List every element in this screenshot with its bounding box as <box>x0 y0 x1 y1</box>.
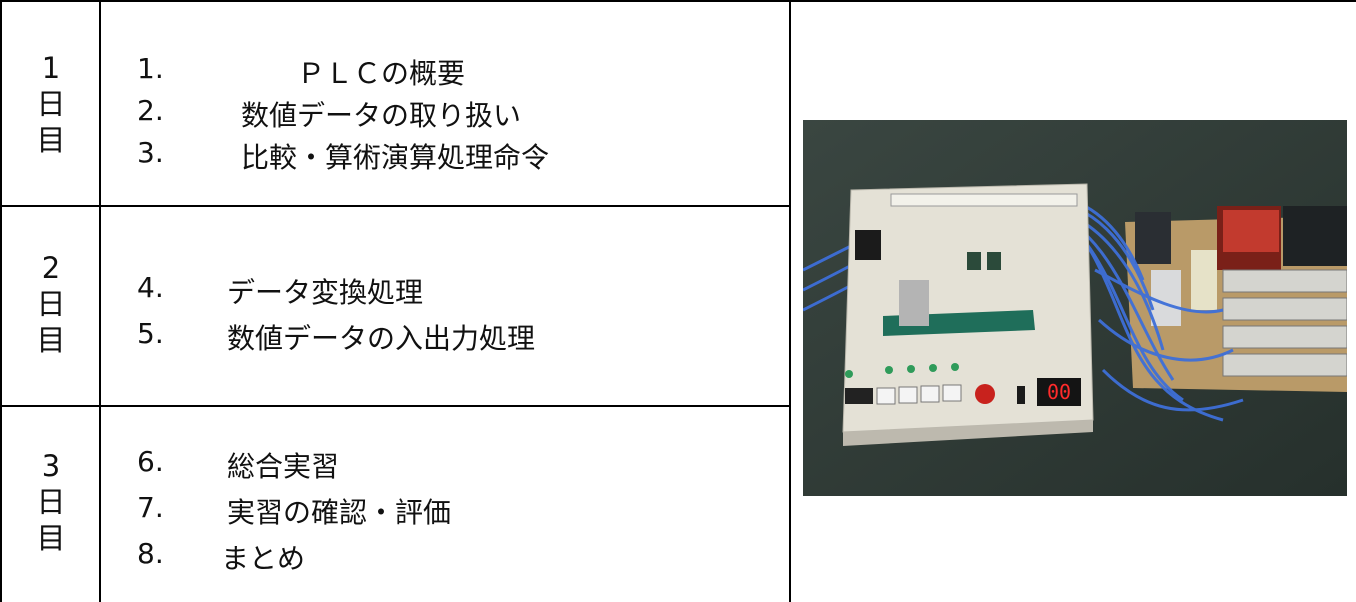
day-1-char-2: 目 <box>36 123 66 157</box>
table-content-column-border <box>789 0 791 602</box>
plc-trainer-illustration: 00 <box>803 120 1347 496</box>
table-day-column-border <box>99 0 101 602</box>
day-3-items: 6. 総合実習 7. 実習の確認・評価 8. まとめ <box>137 445 452 575</box>
day-2-label: 2 日 目 <box>2 250 100 358</box>
day-2-char-2: 目 <box>36 323 66 357</box>
seven-segment-display <box>1037 378 1081 406</box>
day-3-label: 3 日 目 <box>2 448 100 556</box>
day-3-number: 3 <box>41 449 61 483</box>
emergency-stop-button <box>975 384 995 404</box>
day-1-label: 1 日 目 <box>2 50 100 158</box>
day-2-char-1: 日 <box>36 287 66 321</box>
push-buttons <box>876 384 962 405</box>
row-2-bottom-border <box>0 405 791 407</box>
indicator-lamps <box>845 363 959 378</box>
day-2-number: 2 <box>41 251 61 285</box>
seven-segment-readout: 00 <box>1047 380 1071 404</box>
day-3-char-1: 日 <box>36 485 66 519</box>
day-1-items: 1. ＰＬＣの概要 2. 数値データの取り扱い 3. 比較・算術演算処理命令 <box>137 52 550 174</box>
table-left-border <box>0 0 2 602</box>
plc-trainer-photo: 00 <box>803 120 1347 496</box>
day-1-char-1: 日 <box>36 87 66 121</box>
table-top-border <box>0 0 1356 2</box>
day-3-char-2: 目 <box>36 521 66 555</box>
day-2-items: 4. データ変換処理 5. 数値データの入出力処理 <box>137 271 536 355</box>
day-1-number: 1 <box>41 51 61 85</box>
row-1-bottom-border <box>0 205 791 207</box>
plc-unit <box>1223 210 1279 252</box>
